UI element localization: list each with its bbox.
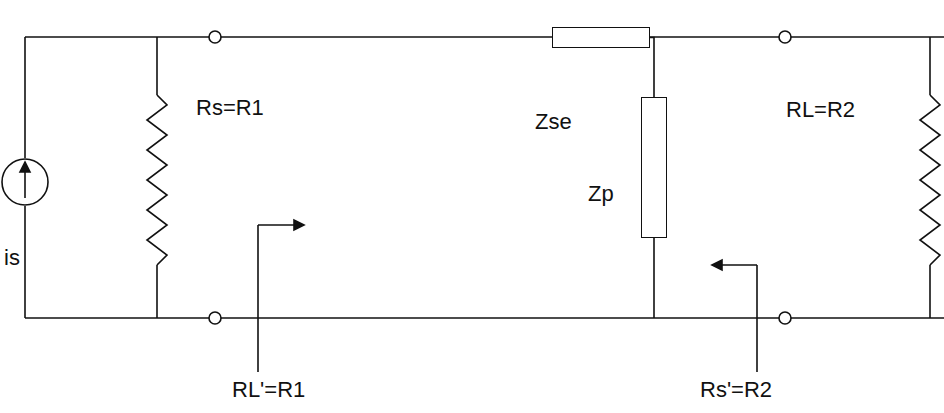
- source-current-label: is: [4, 246, 20, 270]
- reflected-load-label: RL'=R1: [232, 378, 305, 402]
- parallel-impedance: Zp: [641, 97, 667, 238]
- reflected-source-label: Rs'=R2: [700, 378, 772, 402]
- impedance-label: Zse: [535, 110, 572, 134]
- impedance-label: Zp: [588, 182, 614, 206]
- wire-connector: [650, 38, 654, 98]
- load-resistance-label: RL=R2: [786, 98, 855, 122]
- source-resistance-label: Rs=R1: [196, 96, 264, 120]
- series-impedance: Zse: [552, 27, 650, 48]
